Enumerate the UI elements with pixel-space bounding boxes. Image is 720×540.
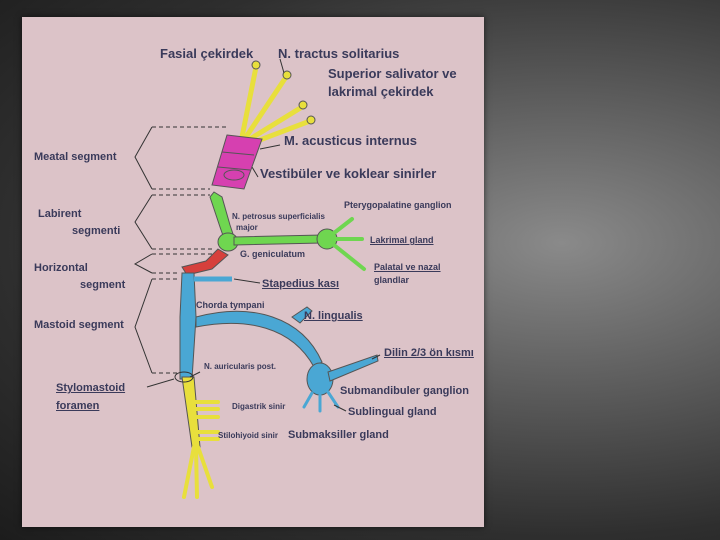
label-n-petrosus-line1: N. petrosus superficialis bbox=[232, 212, 325, 221]
label-superior-salivator-line2: lakrimal çekirdek bbox=[328, 84, 434, 99]
label-digastrik: Digastrik sinir bbox=[232, 402, 286, 411]
label-sublingual: Sublingual gland bbox=[348, 406, 437, 418]
label-pterygopalatine: Pterygopalatine ganglion bbox=[344, 200, 452, 210]
label-stylomastoid-line2: foramen bbox=[56, 400, 100, 412]
label-stilohiyoid: Stilohiyoid sinir bbox=[218, 431, 279, 440]
meatal-segment-shape bbox=[211, 134, 263, 190]
label-mastoid-segment: Mastoid segment bbox=[34, 319, 124, 331]
slide-image: Fasial çekirdek N. tractus solitarius Su… bbox=[22, 17, 484, 527]
horizontal-bracket bbox=[133, 253, 153, 274]
mastoid-segment-shape bbox=[179, 272, 379, 413]
petrosus-nerve bbox=[233, 234, 323, 246]
stylomastoid-ring bbox=[174, 371, 194, 383]
label-chorda-tympani: Chorda tympani bbox=[196, 300, 265, 310]
label-lakrimal-gland: Lakrimal gland bbox=[370, 235, 434, 245]
label-submandibuler: Submandibuler ganglion bbox=[340, 385, 469, 397]
stapedius-pointer bbox=[233, 278, 261, 284]
label-palatal-line1: Palatal ve nazal bbox=[374, 262, 441, 272]
label-submaksiller: Submaksiller gland bbox=[288, 429, 389, 441]
label-dilin: Dilin 2/3 ön kısmı bbox=[384, 347, 474, 359]
stylomastoid-pointer bbox=[146, 378, 175, 388]
vestibuler-pointer bbox=[251, 166, 259, 178]
label-g-geniculatum: G. geniculatum bbox=[240, 249, 306, 259]
label-n-petrosus-line2: major bbox=[236, 223, 258, 232]
label-n-auricularis: N. auricularis post. bbox=[204, 362, 277, 371]
label-horizontal-line2: segment bbox=[80, 279, 126, 291]
label-superior-salivator-line1: Superior salivator ve bbox=[328, 66, 457, 81]
pterygopalatine-branches bbox=[332, 217, 366, 271]
sublingual-pointer bbox=[333, 404, 347, 412]
acusticus-pointer bbox=[259, 144, 281, 150]
label-stylomastoid-line1: Stylomastoid bbox=[56, 382, 126, 394]
mastoid-bracket bbox=[134, 278, 153, 374]
labirent-bracket bbox=[134, 194, 153, 250]
label-palatal-line2: glandlar bbox=[374, 275, 410, 285]
label-vestibuler-koklear: Vestibüler ve koklear sinirler bbox=[260, 166, 437, 181]
label-labirent-line1: Labirent bbox=[38, 208, 82, 220]
extracranial-trunk bbox=[174, 371, 220, 499]
facial-nerve-diagram bbox=[133, 58, 381, 499]
label-meatal-segment: Meatal segment bbox=[34, 151, 117, 163]
label-n-lingualis: N. lingualis bbox=[304, 310, 363, 322]
label-horizontal-line1: Horizontal bbox=[34, 262, 88, 274]
label-labirent-line2: segmenti bbox=[72, 225, 121, 237]
solitarius-pointer bbox=[279, 58, 285, 74]
horizontal-segment-shape bbox=[181, 248, 229, 276]
nucleus-dots bbox=[251, 60, 316, 125]
label-m-acusticus-internus: M. acusticus internus bbox=[284, 133, 417, 148]
auricularis-pointer bbox=[189, 371, 201, 378]
meatal-bracket bbox=[134, 126, 153, 190]
segment-brackets bbox=[133, 126, 227, 374]
label-n-tractus-solitarius: N. tractus solitarius bbox=[278, 46, 400, 61]
label-fasial-cekirdek: Fasial çekirdek bbox=[160, 46, 254, 61]
dilin-pointer bbox=[371, 354, 381, 360]
label-stapedius-kasi: Stapedius kası bbox=[262, 278, 340, 290]
